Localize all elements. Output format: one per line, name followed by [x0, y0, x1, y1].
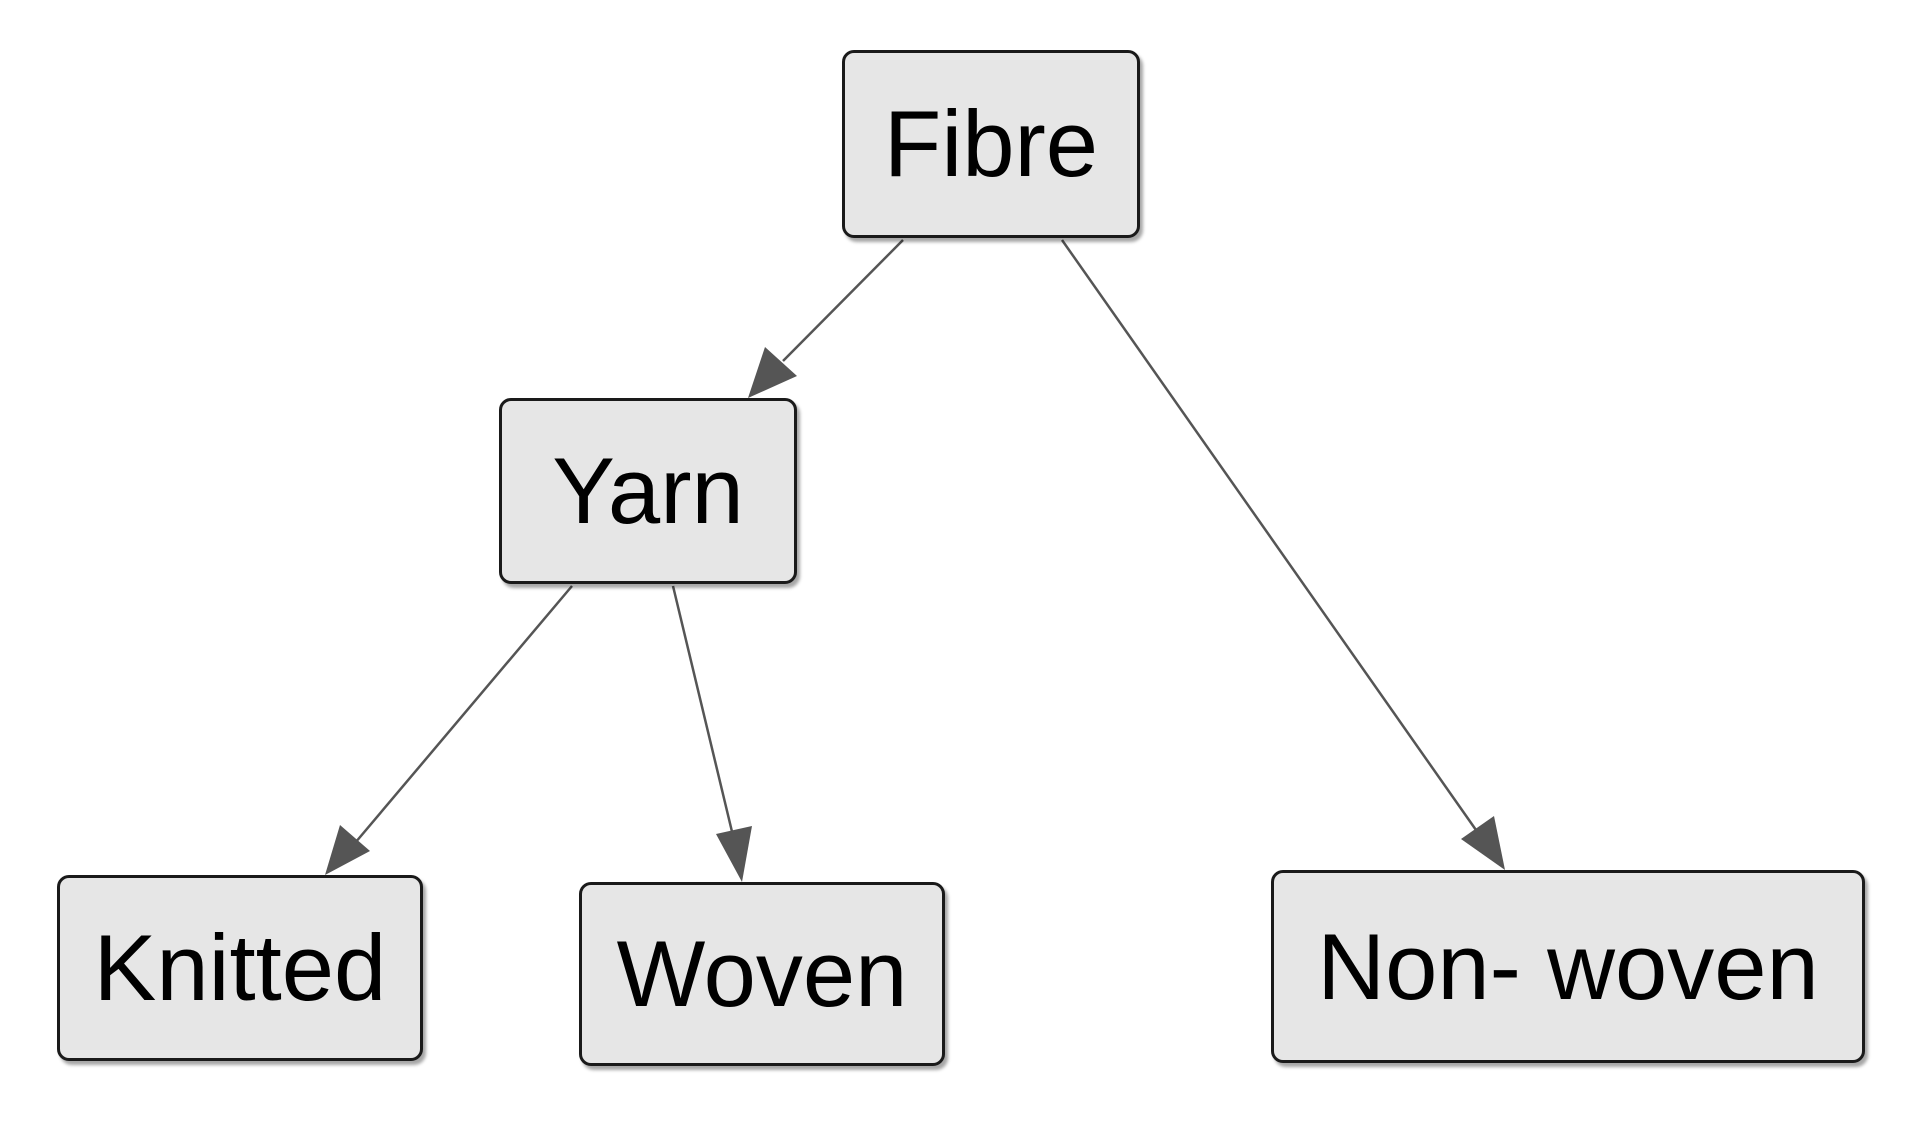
node-woven-label: Woven — [616, 921, 908, 1026]
node-knitted-label: Knitted — [93, 915, 387, 1020]
node-yarn: Yarn — [499, 398, 797, 584]
node-nonwoven: Non- woven — [1271, 870, 1865, 1063]
node-knitted: Knitted — [57, 875, 423, 1061]
arrowhead-knitted — [325, 825, 370, 875]
node-fibre: Fibre — [842, 50, 1140, 238]
node-woven: Woven — [579, 882, 945, 1066]
node-nonwoven-label: Non- woven — [1317, 913, 1819, 1019]
edge-yarn-knitted — [325, 585, 573, 875]
edge-fibre-nonwoven — [1060, 239, 1505, 870]
arrowhead-nonwoven — [1461, 816, 1505, 870]
edge-fibre-yarn — [748, 239, 904, 398]
edge-yarn-woven — [671, 585, 752, 882]
arrowhead-yarn — [748, 347, 797, 398]
node-yarn-label: Yarn — [552, 438, 744, 543]
node-fibre-label: Fibre — [883, 91, 1099, 196]
arrowhead-woven — [716, 826, 752, 882]
